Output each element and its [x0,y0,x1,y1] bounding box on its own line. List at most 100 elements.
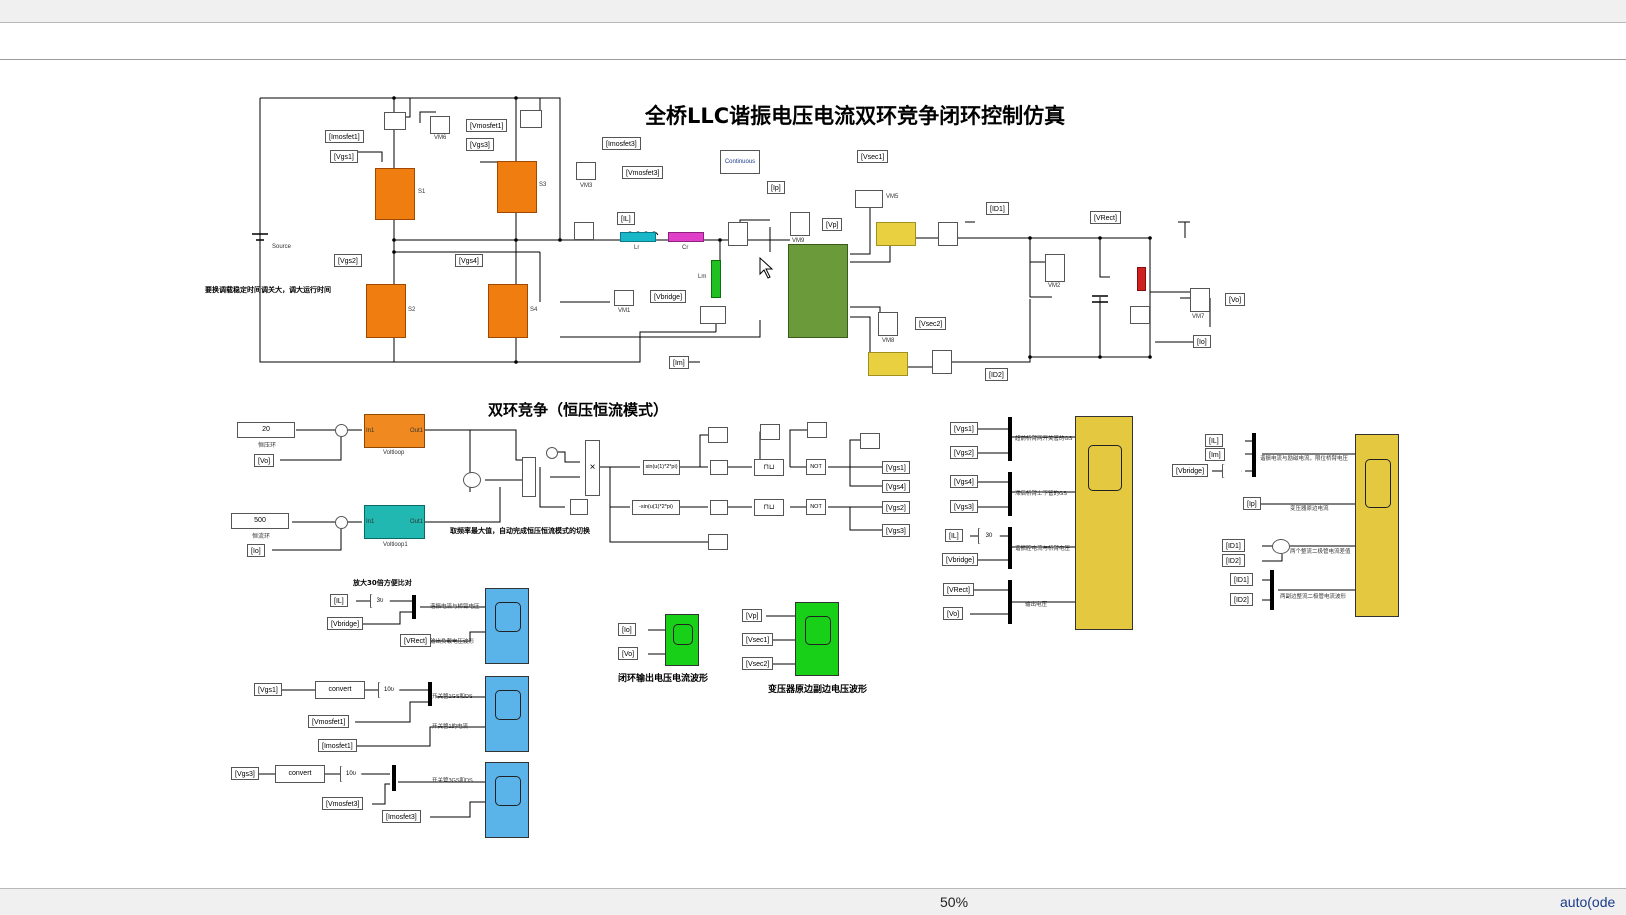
cc-feedback-tag[interactable]: [Io] [247,544,265,557]
mosfet-s1[interactable] [375,168,415,220]
tag-vgs2[interactable]: [Vgs2] [334,254,362,267]
relay-block-2[interactable]: ⊓⊔ [754,499,784,516]
mux-right-2[interactable] [1008,472,1012,516]
cc-reference[interactable]: 500 [231,513,289,529]
from-vrect-right[interactable]: [VRect] [943,583,974,596]
tag-im[interactable]: [Im] [669,356,689,369]
goto-vgs1[interactable]: [Vgs1] [882,461,910,474]
tag-io[interactable]: [Io] [1193,335,1211,348]
cv-pid-block[interactable] [364,414,425,448]
from-vsec2-mid[interactable]: [Vsec2] [742,657,774,670]
from-id2-right[interactable]: [ID2] [1222,554,1245,567]
tag-vo[interactable]: [Vo] [1225,293,1246,306]
zoom-level[interactable]: 50% [940,894,969,910]
tag-vgs4[interactable]: [Vgs4] [455,254,483,267]
meter-vm7[interactable] [1190,288,1210,312]
from-vbridge-right-b[interactable]: [Vbridge] [1172,464,1209,477]
cc-pid-block[interactable] [364,505,425,539]
tag-vsec2[interactable]: [Vsec2] [915,317,947,330]
from-imosfet3[interactable]: [Imosfet3] [382,810,421,823]
scope-mini-5[interactable] [860,433,880,449]
from-vgs4-right[interactable]: [Vgs4] [950,475,978,488]
load-resistor[interactable] [1137,267,1146,291]
diode-d2[interactable] [868,352,908,376]
from-il-right[interactable]: [IL] [945,529,963,542]
meter-vm1[interactable] [614,290,634,306]
current-meter-id2[interactable] [932,350,952,374]
diode-d1[interactable] [876,222,916,246]
not-gate-2[interactable]: NOT [806,499,826,515]
current-meter-ip[interactable] [728,222,748,246]
mosfet-s4[interactable] [488,284,528,338]
scope-transformer[interactable] [795,602,839,676]
from-vbridge-right[interactable]: [Vbridge] [942,553,979,566]
from-vbridge[interactable]: [Vbridge] [327,617,364,630]
meter-vm3[interactable] [576,162,596,180]
solver-indicator[interactable]: auto(ode [1560,894,1616,910]
scope-mini-3[interactable] [760,424,780,440]
scope-right-2[interactable] [1355,434,1399,617]
from-vo-mid[interactable]: [Vo] [618,647,639,660]
from-vmosfet3[interactable]: [Vmosfet3] [322,797,364,810]
scope-mini-1[interactable] [570,499,588,515]
mux-left-3[interactable] [392,765,396,791]
current-meter-id1[interactable] [938,222,958,246]
from-vgs3-left[interactable]: [Vgs3] [231,767,259,780]
tag-id2[interactable]: [ID2] [985,368,1008,381]
clock-icon[interactable] [546,447,558,459]
max-switch[interactable] [522,457,536,497]
transformer[interactable] [788,244,848,338]
powergui-block[interactable]: Continuous [720,150,760,174]
tag-vbridge[interactable]: [Vbridge] [650,290,687,303]
mosfet-s2[interactable] [366,284,406,338]
meter-vm6[interactable] [430,116,450,134]
meter-vm2[interactable] [1045,254,1065,282]
mux-right-3[interactable] [1008,527,1012,569]
current-meter-s1[interactable] [384,112,406,130]
scope-output[interactable] [665,614,699,666]
mux-right-5[interactable] [1252,433,1256,477]
from-vsec1-mid[interactable]: [Vsec1] [742,633,774,646]
scope-mini-2[interactable] [708,427,728,443]
mosfet-s3[interactable] [497,161,537,213]
model-canvas[interactable]: 全桥LLC谐振电压电流双环竞争闭环控制仿真 Source 要换调载稳定时间调关大… [0,62,1626,887]
mux-right-4[interactable] [1008,580,1012,624]
tag-id1[interactable]: [ID1] [986,202,1009,215]
scope-right-1[interactable] [1075,416,1133,630]
current-meter-im[interactable] [700,306,726,324]
from-vgs1-left[interactable]: [Vgs1] [254,683,282,696]
tag-vp[interactable]: [Vp] [822,218,843,231]
from-vgs3-right[interactable]: [Vgs3] [950,500,978,513]
current-meter-io[interactable] [1130,306,1150,324]
meter-vm9[interactable] [790,212,810,236]
tag-imosfet3[interactable]: [Imosfet3] [602,137,641,150]
inductor-lr[interactable] [620,232,656,242]
diff-sum-right[interactable] [1272,539,1290,554]
not-gate-1[interactable]: NOT [806,459,826,475]
cv-reference[interactable]: 20 [237,422,295,438]
from-io-mid[interactable]: [Io] [618,623,636,636]
from-vgs2-right[interactable]: [Vgs2] [950,446,978,459]
from-vp-mid[interactable]: [Vp] [742,609,763,622]
cc-sum-junction[interactable] [335,516,348,529]
product-block[interactable]: × [585,440,600,496]
scope-left-3[interactable] [485,762,529,838]
mux-left-1[interactable] [412,595,416,619]
convert-block-2[interactable]: convert [275,765,325,783]
relay-block-1[interactable]: ⊓⊔ [754,459,784,476]
from-id1-right-b[interactable]: [ID1] [1230,573,1253,586]
from-vo-right[interactable]: [Vo] [943,607,964,620]
from-id2-right-b[interactable]: [ID2] [1230,593,1253,606]
current-meter-s3[interactable] [520,110,542,128]
convert-block-1[interactable]: convert [315,681,365,699]
scope-mini-4[interactable] [807,422,827,438]
from-il[interactable]: [IL] [330,594,348,607]
from-il-right-b[interactable]: [IL] [1205,434,1223,447]
goto-vgs3[interactable]: [Vgs3] [882,524,910,537]
tag-vmosfet1[interactable]: [Vmosfet1] [466,119,508,132]
saturation-block-1[interactable] [710,460,728,475]
max-selector-sum[interactable] [463,472,481,488]
from-imosfet1[interactable]: [Imosfet1] [318,739,357,752]
tag-il[interactable]: [IL] [617,212,635,225]
tag-ip[interactable]: [Ip] [767,181,785,194]
